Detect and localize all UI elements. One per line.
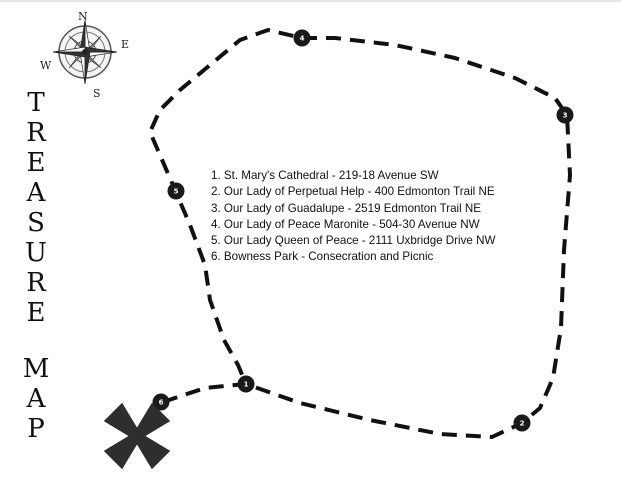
legend-item: 3. Our Lady of Guadalupe - 2519 Edmonton…: [211, 201, 482, 215]
compass-w: W: [40, 59, 52, 72]
title-letter: T: [27, 88, 45, 118]
title-letter: E: [26, 148, 46, 178]
x-marks-the-spot-icon: [103, 402, 171, 470]
stop-marker-2: 2: [513, 414, 531, 432]
compass-e: E: [121, 38, 129, 51]
title-letter: S: [27, 208, 45, 238]
stop-marker-4: 4: [293, 29, 311, 47]
stop-marker-6: 6: [152, 393, 170, 411]
compass-rose-icon: N E S W: [40, 10, 129, 100]
compass-n: N: [78, 10, 88, 23]
title-letter: P: [27, 414, 45, 444]
route-path: [148, 28, 572, 439]
stop-marker-5: 5: [167, 182, 185, 200]
legend-item: 1. St. Mary's Cathedral - 219-18 Avenue …: [211, 169, 439, 182]
legend-item: 6. Bowness Park - Consecration and Picni…: [211, 250, 434, 264]
svg-text:2: 2: [520, 420, 525, 428]
legend-item: 2. Our Lady of Perpetual Help - 400 Edmo…: [211, 185, 495, 199]
svg-text:6: 6: [159, 399, 164, 407]
stop-marker-3: 3: [556, 106, 574, 124]
svg-text:5: 5: [174, 188, 179, 196]
title-letter: U: [25, 238, 47, 268]
title-letter: R: [26, 118, 46, 148]
title-letter: A: [26, 384, 46, 414]
title-letter: E: [26, 298, 46, 328]
title-letter: A: [26, 178, 46, 208]
compass-s: S: [93, 87, 101, 100]
svg-text:3: 3: [563, 112, 568, 120]
stop-legend: 1. St. Mary's Cathedral - 219-18 Avenue …: [211, 168, 495, 266]
svg-text:4: 4: [300, 35, 305, 43]
legend-item: 4. Our Lady of Peace Maronite - 504-30 A…: [211, 217, 480, 231]
title-letter: R: [26, 268, 46, 298]
stop-marker-1: 1: [237, 375, 255, 393]
svg-text:1: 1: [244, 381, 249, 389]
legend-item: 5. Our Lady Queen of Peace - 2111 Uxbrid…: [211, 234, 496, 248]
title-letter: M: [22, 354, 50, 384]
